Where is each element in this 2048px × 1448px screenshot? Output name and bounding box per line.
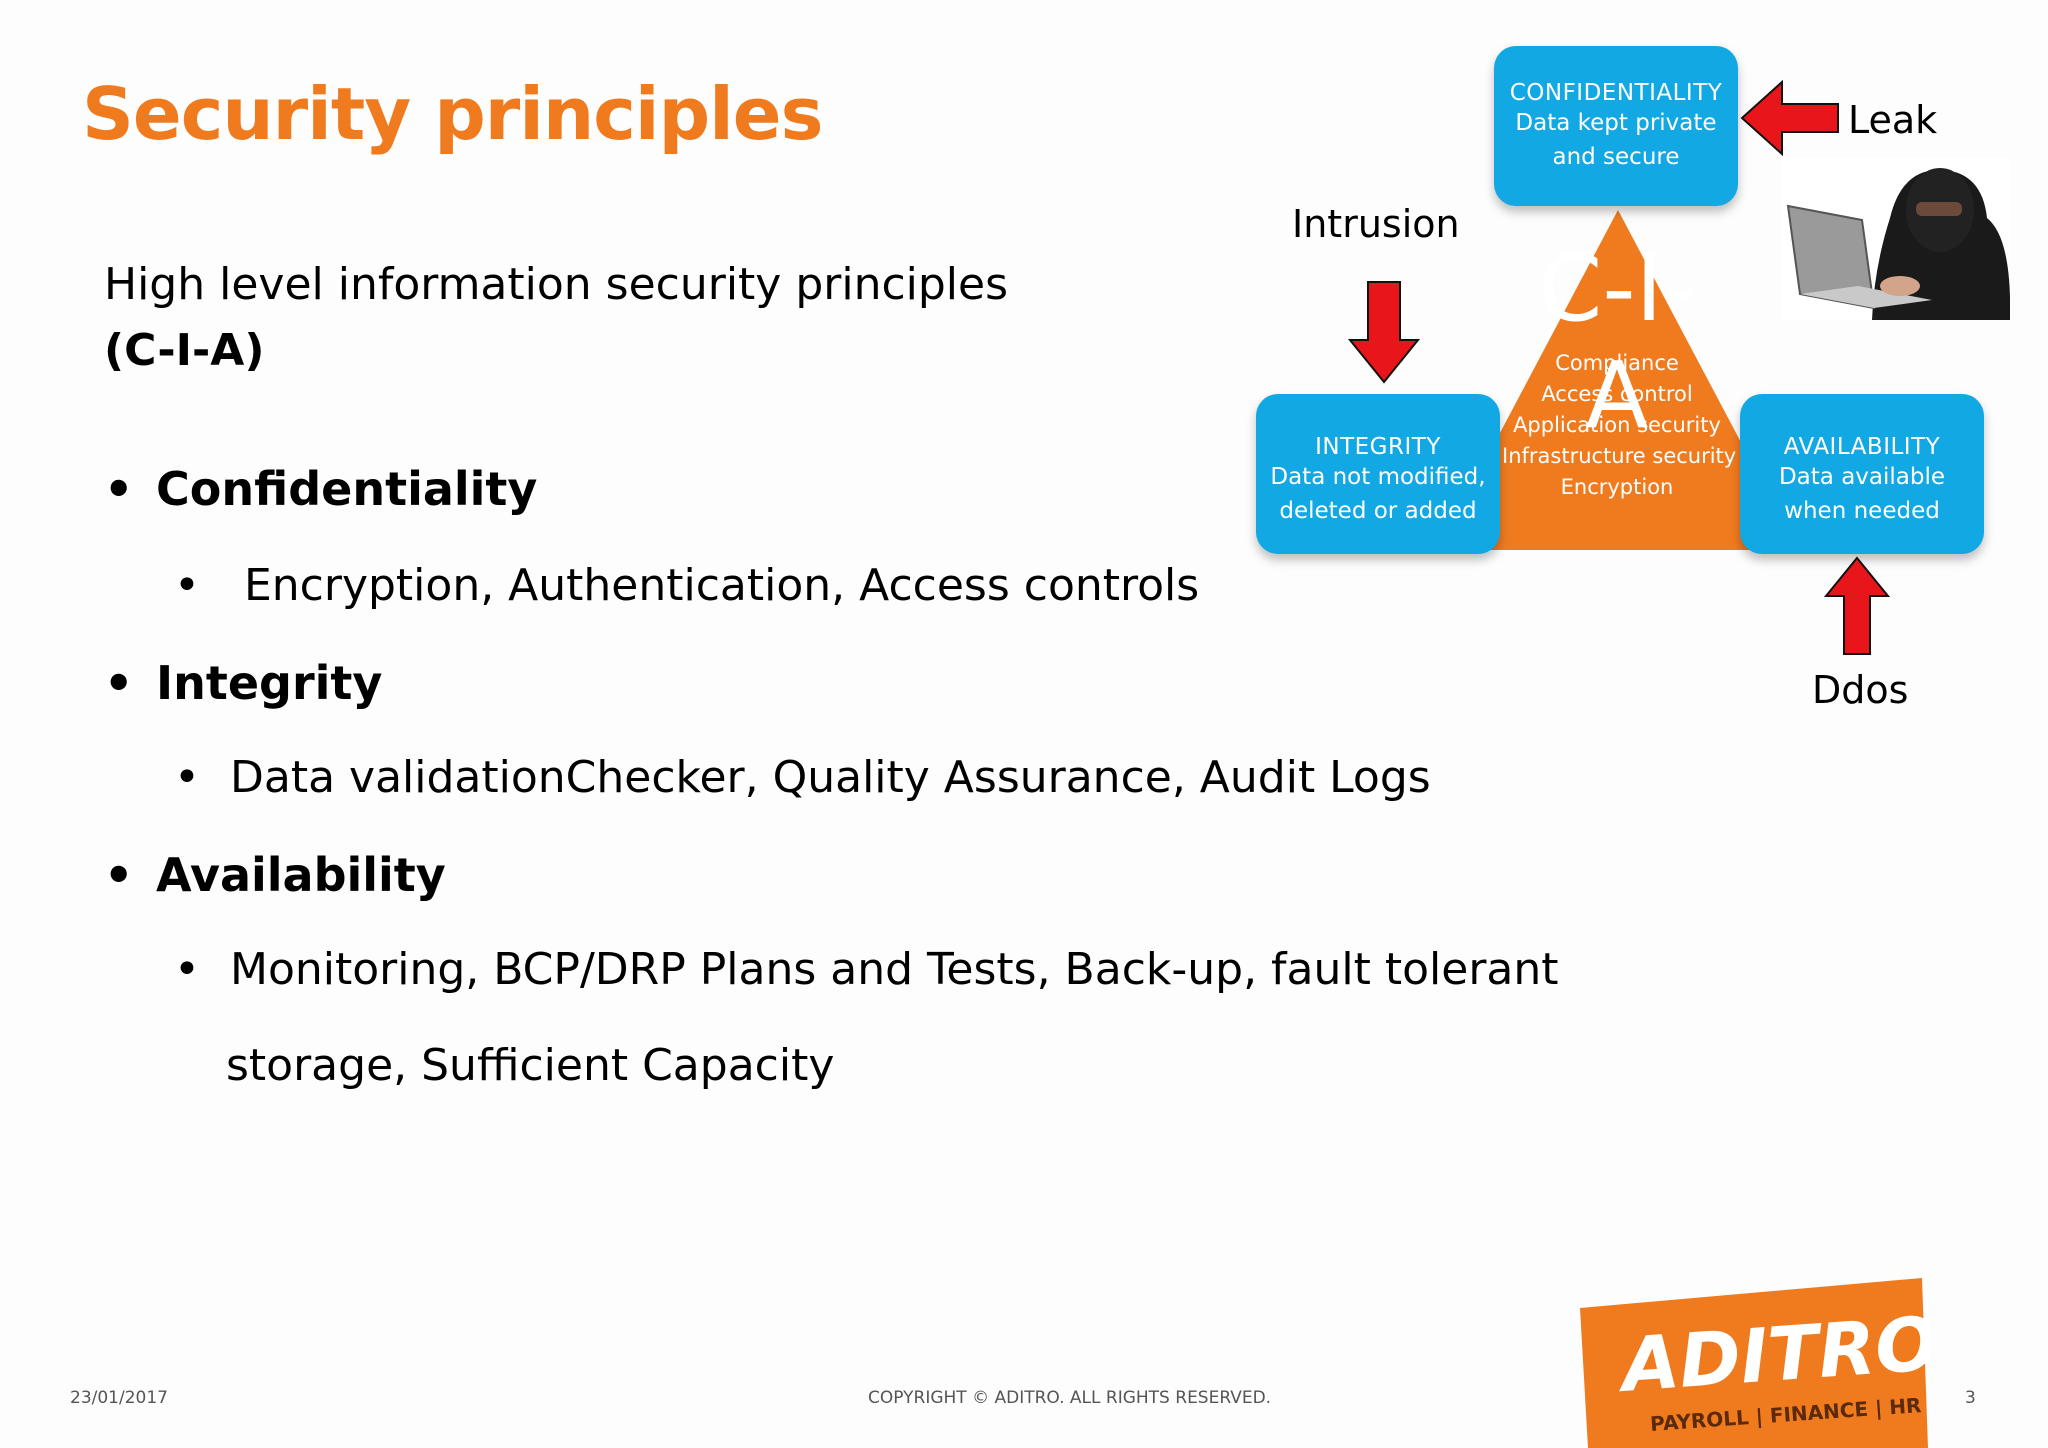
page-number: 3	[1965, 1388, 1976, 1408]
confidentiality-box: CONFIDENTIALITY Data kept private and se…	[1494, 46, 1738, 206]
intro-acronym: (C-I-A)	[104, 325, 265, 376]
box-text: and secure	[1552, 144, 1680, 170]
box-text: deleted or added	[1279, 498, 1477, 524]
logo-wordmark: ADITRO	[1614, 1301, 1930, 1409]
bullet-integrity: • Integrity	[104, 656, 382, 710]
footer-date: 23/01/2017	[70, 1388, 168, 1408]
bullet-label: Integrity	[156, 656, 383, 710]
box-heading: INTEGRITY	[1315, 434, 1441, 460]
availability-box: AVAILABILITY Data available when needed	[1740, 394, 1984, 554]
bullet-dot-icon: •	[104, 848, 134, 902]
box-text: Data available	[1778, 464, 1946, 490]
box-heading: CONFIDENTIALITY	[1509, 80, 1723, 106]
cia-center-title: C-I-A	[1538, 235, 1696, 449]
hacker-image	[1782, 158, 2010, 320]
box-heading: AVAILABILITY	[1783, 434, 1941, 460]
box-text: when needed	[1784, 498, 1940, 524]
leak-label: Leak	[1848, 98, 1938, 142]
bullet-label: Availability	[156, 848, 446, 902]
leak-arrow-icon	[1740, 80, 1839, 156]
bullet-dot-icon: •	[104, 656, 134, 710]
box-text: Data not modified,	[1270, 464, 1486, 490]
bullet-dot-icon: •	[174, 560, 200, 611]
bullet-dot-icon: •	[174, 944, 200, 995]
cia-item: Application security	[1513, 413, 1721, 437]
bullet-confidentiality: • Confidentiality	[104, 462, 537, 516]
cia-item: Compliance	[1555, 351, 1679, 375]
sub-bullet-integrity: • Data validationChecker, Quality Assuran…	[174, 752, 1431, 803]
bullet-dot-icon: •	[174, 752, 200, 803]
box-text: Data kept private	[1515, 110, 1717, 136]
bullet-label: Confidentiality	[156, 462, 538, 516]
cia-item: Encryption	[1560, 475, 1674, 499]
cia-triangle	[1438, 210, 1798, 550]
sub-bullet-text: Monitoring, BCP/DRP Plans and Tests, Bac…	[230, 944, 1559, 995]
ddos-label: Ddos	[1812, 668, 1909, 712]
cia-diagram: C-I-A Compliance Access control Applicat…	[1250, 40, 2030, 740]
sub-bullet-continuation: storage, Sufficient Capacity	[226, 1040, 835, 1091]
cia-center-list: Compliance Access control Application se…	[1502, 348, 1737, 503]
ddos-arrow-icon	[1824, 556, 1890, 655]
intrusion-arrow-icon	[1348, 281, 1420, 384]
sub-bullet-availability: • Monitoring, BCP/DRP Plans and Tests, Ba…	[174, 944, 1559, 995]
cia-item: Access control	[1541, 382, 1693, 406]
aditro-logo: ADITRO PAYROLL | FINANCE | HR	[1580, 1278, 1930, 1448]
bullet-availability: • Availability	[104, 848, 446, 902]
bullet-dot-icon: •	[104, 462, 134, 516]
integrity-box: INTEGRITY Data not modified, deleted or …	[1256, 394, 1500, 554]
sub-bullet-confidentiality: • Encryption, Authentication, Access con…	[174, 560, 1199, 611]
slide-title: Security principles	[82, 72, 823, 156]
footer-copyright: COPYRIGHT © ADITRO. ALL RIGHTS RESERVED.	[868, 1388, 1272, 1408]
intrusion-label: Intrusion	[1292, 202, 1460, 246]
intro-text: High level information security principl…	[104, 252, 1008, 384]
sub-bullet-text: Data validationChecker, Quality Assuranc…	[230, 752, 1431, 803]
intro-line: High level information security principl…	[104, 259, 1009, 310]
cia-item: Infrastructure security	[1502, 444, 1737, 468]
sub-bullet-text: Encryption, Authentication, Access contr…	[230, 560, 1200, 611]
